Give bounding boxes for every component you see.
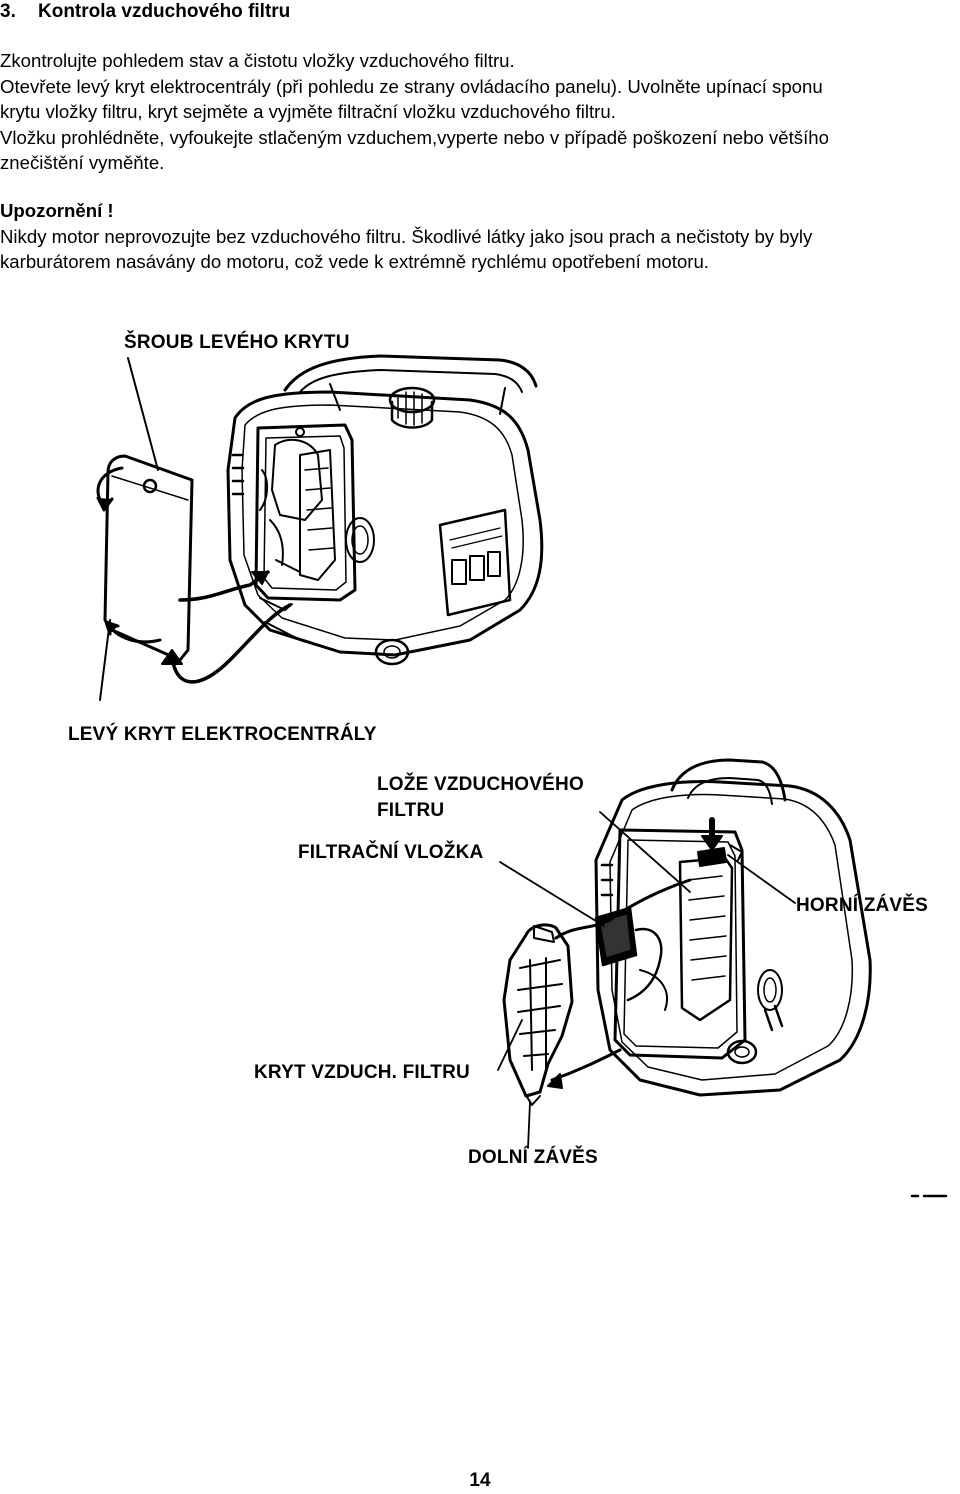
lower-hinge-leader [527,1101,531,1149]
instruction-line: krytu vložky filtru, kryt sejměte a vyjm… [0,101,616,123]
upper-hinge-label: HORNÍ ZÁVĚS [796,895,929,916]
screw-leader-line [127,357,159,471]
instructions-paragraph: Zkontrolujte pohledem stav a čistotu vlo… [0,48,960,176]
section-heading: 3. Kontrola vzduchového filtru [0,1,290,23]
warning-line: Nikdy motor neprovozujte bez vzduchového… [0,225,813,247]
generator-bottom-illustration [594,758,872,1097]
generator-top-illustration [226,354,544,666]
left-cover-label: LEVÝ KRYT ELEKTROCENTRÁLY [68,724,377,745]
filter-cover-leader [497,1019,523,1071]
arrow-bottom [170,603,292,684]
instruction-line: Vložku prohlédněte, vyfoukejte stlačeným… [0,126,829,148]
instruction-line: Zkontrolujte pohledem stav a čistotu vlo… [0,50,515,71]
filter-element-label: FILTRAČNÍ VLOŽKA [298,842,484,863]
arrow-cover-top [554,878,692,940]
warning-block: Upozornění ! Nikdy motor neprovozujte be… [0,198,960,275]
warning-title: Upozornění ! [0,200,114,221]
cover-leader-line [99,619,111,701]
filter-bed-label-line1: LOŽE VZDUCHOVÉHO [377,774,584,795]
instruction-line: Otevřete levý kryt elektrocentrály (při … [0,75,823,97]
section-number: 3. [0,1,16,22]
filter-cover-piece [502,923,574,1106]
screw-label: ŠROUB LEVÉHO KRYTU [124,332,350,353]
left-cover-panel [96,454,194,662]
page-number: 14 [469,1470,491,1491]
lower-hinge-label: DOLNÍ ZÁVĚS [468,1147,598,1168]
instruction-line: znečištění vyměňte. [0,152,165,174]
arrow-cover-bottom [550,1048,622,1082]
arrow-top [178,570,270,602]
upper-hinge-leader [727,854,796,904]
section-title: Kontrola vzduchového filtru [38,1,291,22]
filter-cover-label: KRYT VZDUCH. FILTRU [254,1062,470,1083]
filter-element-leader [499,861,605,927]
warning-line: karburátorem nasávány do motoru, což ved… [0,251,709,273]
filter-bed-leader [599,811,691,893]
filter-bed-label-line2: FILTRU [377,800,445,821]
